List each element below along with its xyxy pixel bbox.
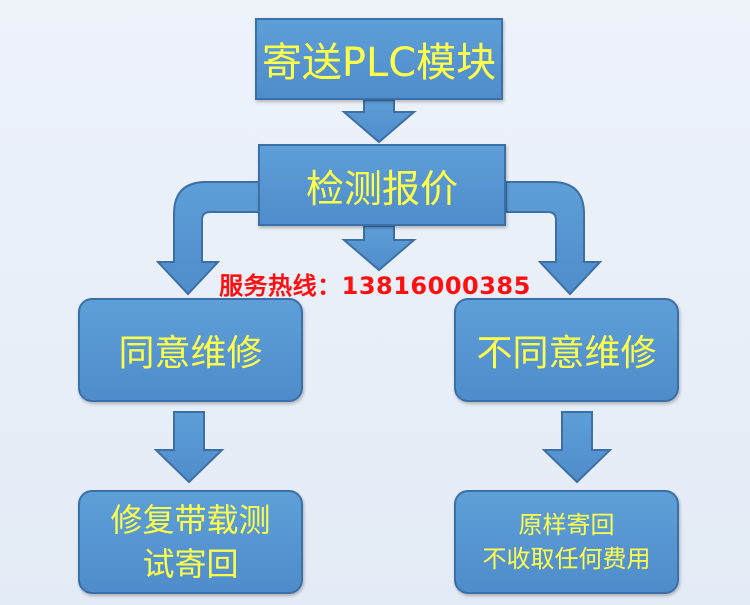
arrow-down-agree [153, 411, 225, 484]
arrow-down-disagree [541, 411, 613, 484]
result-disagree-line1: 原样寄回 [518, 511, 615, 539]
arrow-curve-right [505, 181, 603, 296]
step-send-label: 寄送PLC模块 [261, 40, 497, 86]
step-send-plc-module: 寄送PLC模块 [255, 18, 503, 100]
branch-disagree-repair: 不同意维修 [454, 298, 679, 402]
result-agree-line1: 修复带载测 [110, 501, 271, 539]
result-repair-test-return: 修复带载测 试寄回 [78, 490, 303, 594]
branch-agree-label: 同意维修 [118, 333, 263, 374]
result-agree-line2: 试寄回 [142, 545, 239, 583]
branch-disagree-label: 不同意维修 [476, 333, 657, 374]
arrow-down-send [341, 99, 417, 144]
step-inspect-quote: 检测报价 [258, 144, 506, 226]
arrow-curve-left [155, 181, 261, 296]
arrow-down-center [341, 225, 417, 272]
result-return-as-is: 原样寄回 不收取任何费用 [454, 490, 679, 594]
result-disagree-line2: 不收取任何费用 [482, 545, 651, 573]
branch-agree-repair: 同意维修 [78, 298, 303, 402]
step-inspect-label: 检测报价 [305, 166, 458, 211]
service-hotline: 服务热线：13816000385 [219, 272, 531, 300]
